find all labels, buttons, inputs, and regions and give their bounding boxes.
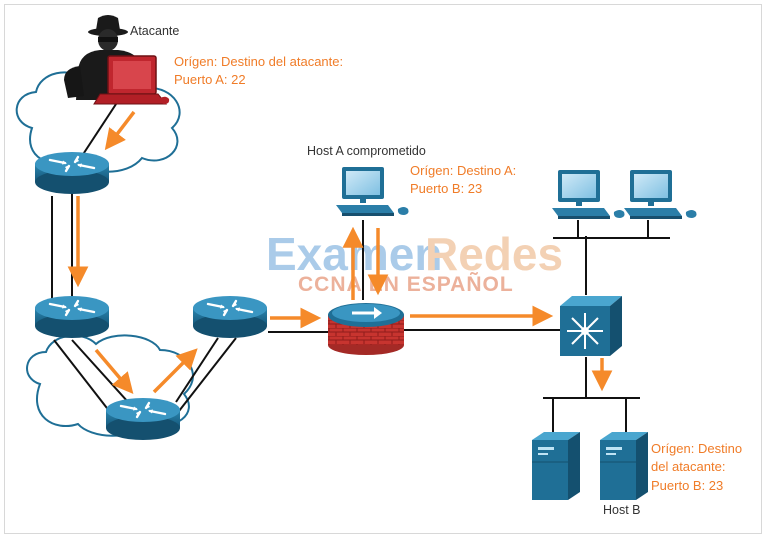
network-links [51, 97, 670, 432]
host-b-flow-line1: Orígen: Destino [651, 441, 742, 456]
router-3 [191, 294, 269, 340]
lan-pc-1 [552, 170, 625, 219]
host-a-flow-line1: Orígen: Destino A: [410, 163, 516, 178]
router-1 [33, 150, 111, 196]
attacker-label: Atacante [130, 24, 179, 38]
host-b-flow-line3: Puerto B: 23 [651, 478, 723, 493]
host-a-pc [336, 167, 409, 216]
watermark-redes: Redes [425, 228, 563, 280]
host-a-label: Host A comprometido [307, 144, 426, 158]
host-b-server [599, 431, 649, 501]
watermark: Examen Redes CCNA EN ESPAÑOL [266, 228, 563, 296]
attacker-flow-line2: Puerto A: 22 [174, 72, 246, 87]
host-a-flow-line2: Puerto B: 23 [410, 181, 482, 196]
router-4 [104, 396, 182, 442]
lan-pc-2 [624, 170, 697, 219]
attacker-flow-line1: Orígen: Destino del atacante: [174, 54, 343, 69]
router-2 [33, 294, 111, 340]
server-1 [531, 431, 581, 501]
flow-arrows [67, 110, 613, 395]
firewall [328, 303, 404, 355]
watermark-subtitle: CCNA EN ESPAÑOL [298, 273, 514, 296]
host-b-label: Host B [603, 503, 641, 517]
attacker-laptop [93, 55, 170, 105]
host-b-flow-line2: del atacante: [651, 459, 725, 474]
multilayer-switch [560, 296, 622, 356]
